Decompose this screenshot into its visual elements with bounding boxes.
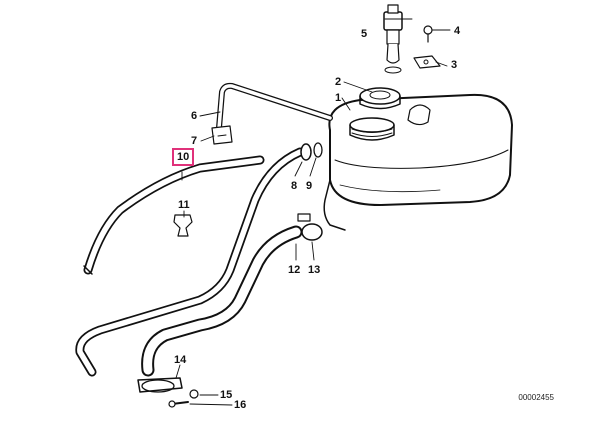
callout-14: 14 — [174, 354, 187, 366]
filler-cap — [359, 87, 401, 110]
callout-12: 12 — [288, 264, 301, 276]
hose-clamps — [297, 142, 323, 241]
leader-lines — [175, 18, 451, 406]
callout-10-highlighted[interactable]: 10 — [172, 148, 195, 166]
callout-3: 3 — [451, 59, 458, 71]
callout-13: 13 — [308, 264, 321, 276]
callout-15: 15 — [220, 389, 233, 401]
vent-pipe — [215, 82, 333, 143]
callout-7: 7 — [191, 135, 198, 147]
return-pipe — [75, 147, 305, 377]
callout-9: 9 — [306, 180, 313, 192]
clamp-14 — [137, 377, 199, 408]
callout-1: 1 — [335, 92, 342, 104]
pipe-clip — [211, 125, 233, 145]
callout-8: 8 — [291, 180, 298, 192]
hose-12 — [141, 225, 303, 377]
callout-16: 16 — [234, 399, 247, 411]
callout-2: 2 — [335, 76, 342, 88]
clip-11 — [173, 214, 193, 237]
hose-10 — [83, 155, 265, 275]
level-sensor — [383, 4, 403, 74]
callout-4: 4 — [454, 25, 461, 37]
callout-5: 5 — [361, 28, 368, 40]
callout-6: 6 — [191, 110, 198, 122]
filler-neck — [349, 117, 395, 141]
callout-11: 11 — [178, 199, 190, 211]
document-number: 00002455 — [518, 393, 554, 402]
